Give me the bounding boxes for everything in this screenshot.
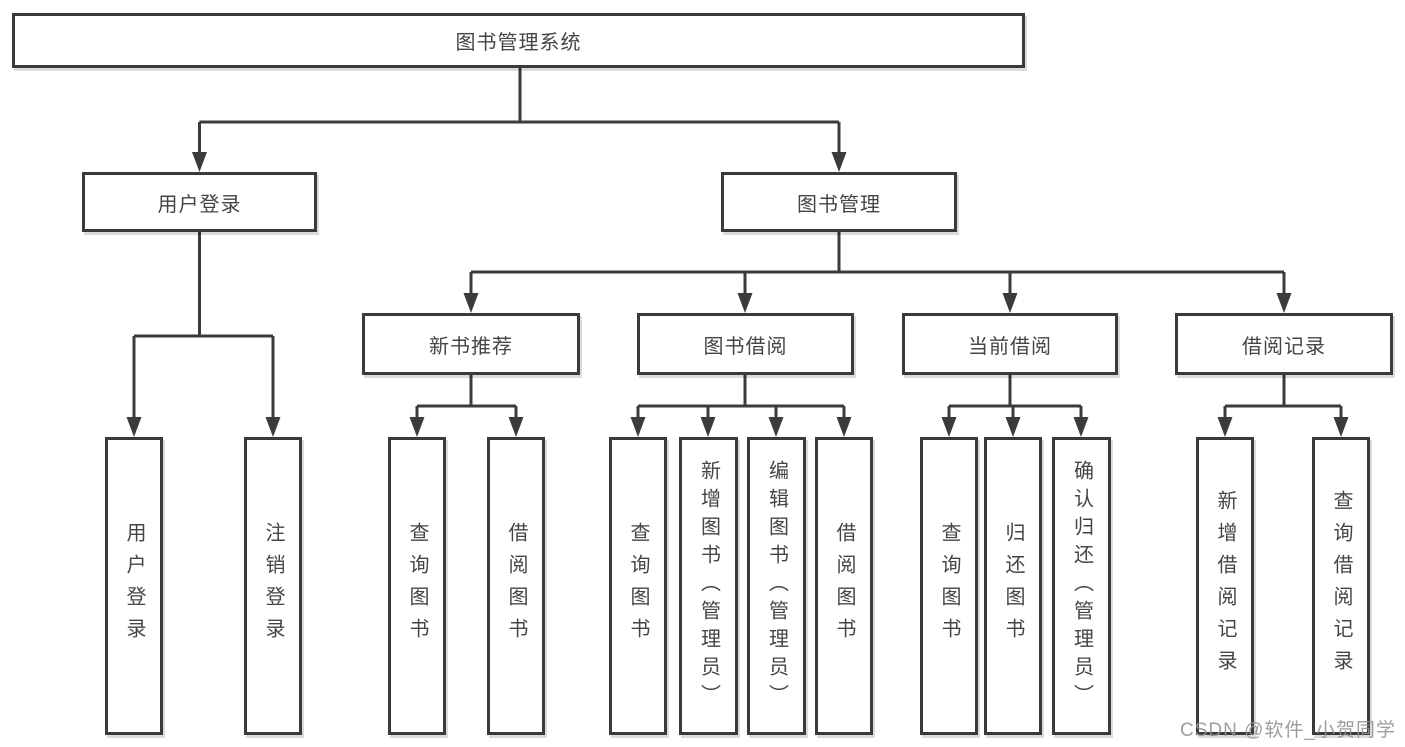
node-root: 图书管理系统	[12, 13, 1025, 68]
leaf-query-books-recommend-label: 查询图书	[406, 522, 428, 650]
leaf-query-books-current-label: 查询图书	[938, 522, 960, 650]
leaf-borrow-books-recommend: 借阅图书	[487, 437, 545, 735]
watermark: CSDN @软件_小贺同学	[1180, 720, 1396, 741]
leaf-confirm-return-admin-label: 确认归还（管理员）	[1070, 460, 1093, 712]
leaf-return-books-label: 归还图书	[1002, 522, 1024, 650]
leaf-user-login: 用户登录	[105, 437, 163, 735]
arrow-icon	[409, 417, 425, 437]
arrow-icon	[1005, 417, 1021, 437]
leaf-add-books-admin-label: 新增图书（管理员）	[697, 460, 720, 712]
arrowheads	[126, 152, 1349, 437]
node-root-label: 图书管理系统	[455, 32, 582, 54]
arrow-icon	[126, 417, 142, 437]
arrow-icon	[630, 417, 646, 437]
arrow-icon	[463, 293, 479, 313]
leaf-edit-books-admin: 编辑图书（管理员）	[747, 437, 806, 735]
arrow-icon	[1276, 293, 1292, 313]
leaf-query-books-borrow: 查询图书	[609, 437, 667, 735]
node-new-book-recommend: 新书推荐	[362, 313, 580, 375]
arrow-icon	[836, 417, 852, 437]
node-user-login-label: 用户登录	[157, 193, 242, 216]
node-user-login: 用户登录	[82, 172, 317, 232]
leaf-borrow-books: 借阅图书	[815, 437, 873, 735]
leaf-confirm-return-admin: 确认归还（管理员）	[1052, 437, 1111, 735]
arrow-icon	[737, 293, 753, 313]
leaf-add-borrow-record-label: 新增借阅记录	[1214, 490, 1236, 682]
arrow-icon	[768, 417, 784, 437]
arrow-icon	[1217, 417, 1233, 437]
node-book-borrow: 图书借阅	[637, 313, 854, 375]
node-borrow-records: 借阅记录	[1175, 313, 1393, 375]
leaf-add-borrow-record: 新增借阅记录	[1196, 437, 1254, 735]
leaf-return-books: 归还图书	[984, 437, 1042, 735]
arrow-icon	[265, 417, 281, 437]
leaf-logout-label: 注销登录	[262, 522, 284, 650]
arrow-icon	[1073, 417, 1089, 437]
node-borrow-records-label: 借阅记录	[1242, 335, 1326, 358]
leaf-query-borrow-record: 查询借阅记录	[1312, 437, 1370, 735]
arrow-icon	[941, 417, 957, 437]
leaf-logout: 注销登录	[244, 437, 302, 735]
arrow-icon	[700, 417, 716, 437]
leaf-user-login-label: 用户登录	[123, 522, 145, 650]
leaf-query-books-borrow-label: 查询图书	[627, 522, 649, 650]
arrow-icon	[1002, 293, 1018, 313]
tree-edges	[132, 68, 1343, 420]
leaf-borrow-books-recommend-label: 借阅图书	[505, 522, 527, 650]
node-book-management-label: 图书管理	[797, 193, 881, 216]
node-book-management: 图书管理	[721, 172, 957, 232]
leaf-query-books-recommend: 查询图书	[388, 437, 446, 735]
leaf-edit-books-admin-label: 编辑图书（管理员）	[765, 460, 788, 712]
leaf-add-books-admin: 新增图书（管理员）	[679, 437, 738, 735]
node-current-borrow-label: 当前借阅	[968, 335, 1052, 358]
arrow-icon	[1333, 417, 1349, 437]
leaf-borrow-books-label: 借阅图书	[833, 522, 855, 650]
arrow-icon	[831, 152, 847, 172]
arrow-icon	[508, 417, 524, 437]
node-current-borrow: 当前借阅	[902, 313, 1118, 375]
leaf-query-books-current: 查询图书	[920, 437, 978, 735]
arrow-icon	[192, 152, 207, 172]
node-new-book-recommend-label: 新书推荐	[429, 335, 513, 358]
node-book-borrow-label: 图书借阅	[703, 335, 788, 358]
leaf-query-borrow-record-label: 查询借阅记录	[1330, 490, 1352, 682]
